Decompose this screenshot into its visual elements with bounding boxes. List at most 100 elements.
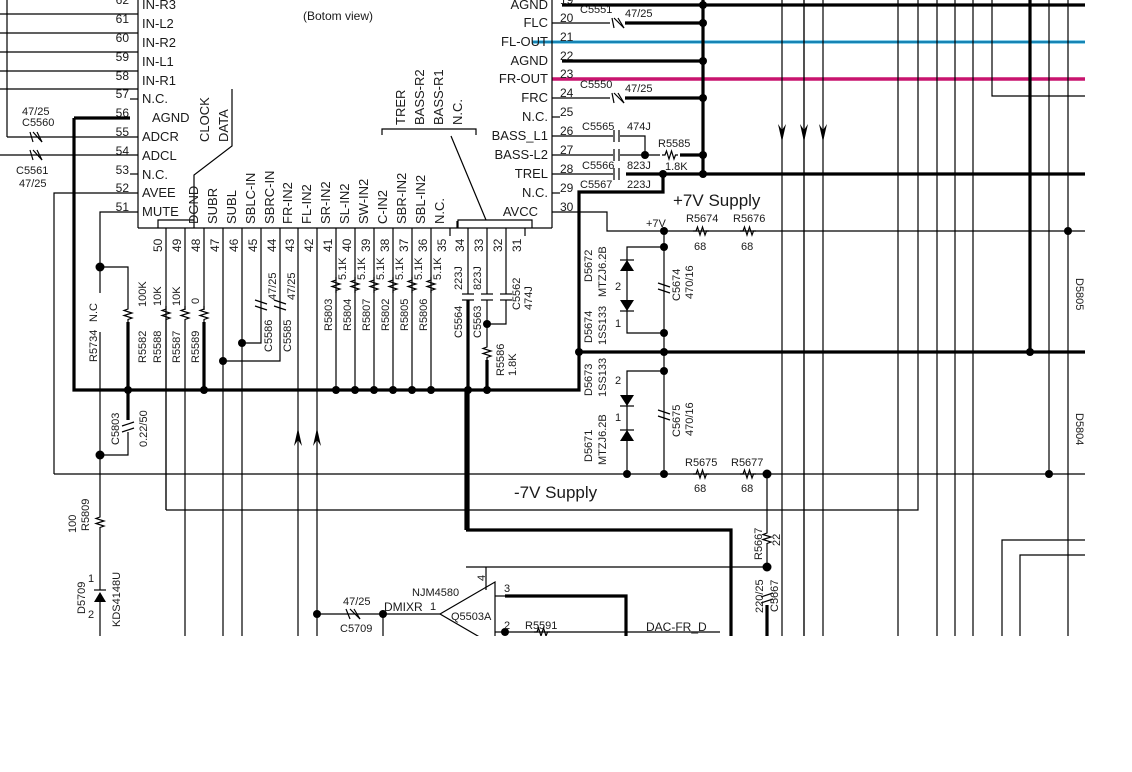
right-pin-name: FRC xyxy=(521,90,548,105)
cap-c5567 xyxy=(613,168,620,180)
c5567-ref: C5567 xyxy=(580,179,612,191)
bottom-pin-number: 45 xyxy=(246,238,260,252)
c5585-value: 47/25 xyxy=(286,272,298,300)
bottom-pin-name: SL-IN2 xyxy=(337,184,352,224)
q5503a-ref: Q5503A xyxy=(451,611,492,623)
r5674-ref: R5674 xyxy=(686,213,718,225)
view-note: (Botom view) xyxy=(303,9,373,23)
r5582-value: 100K xyxy=(137,281,149,307)
cap-c5551 xyxy=(611,17,625,29)
r5585-ref: R5585 xyxy=(658,138,690,150)
opamp-pin-1: 1 xyxy=(430,601,436,613)
cap-c5709 xyxy=(345,608,361,620)
right-pin-number: 21 xyxy=(560,30,574,44)
r5676-ref: R5676 xyxy=(733,213,765,225)
right-pin-name: AGND xyxy=(510,0,548,12)
bottom-pin-name: SBLC-IN xyxy=(243,173,258,224)
d5672-ref: D5672 xyxy=(583,250,595,282)
bottom-pin-number: 31 xyxy=(510,238,524,252)
c5667-ref: C5667 xyxy=(769,580,781,612)
c5564-value: 223J xyxy=(453,266,465,290)
left-pin-number: 57 xyxy=(116,87,130,101)
r5675-ref: R5675 xyxy=(685,457,717,469)
r5586-value: 1.8K xyxy=(507,353,519,376)
d5672-pin2: 2 xyxy=(615,281,621,293)
r5734-value: N.C xyxy=(88,303,100,322)
r5803-ref: R5803 xyxy=(323,299,335,331)
right-pin-number: 26 xyxy=(560,124,574,138)
d5672-value: MTZJ6.2B xyxy=(597,246,609,297)
c5563-value: 823J xyxy=(472,266,484,290)
mute-cap-network xyxy=(94,421,135,636)
dac-fr-d-net-label: DAC-FR_D xyxy=(646,620,707,634)
bottom-pin-number: 36 xyxy=(416,238,430,252)
d5673-ref: D5673 xyxy=(583,364,595,396)
c5563-ref: C5563 xyxy=(472,306,484,338)
c5551-value: 47/25 xyxy=(625,8,653,20)
c5562-ref: C5562 xyxy=(511,278,523,310)
left-pin-number: 55 xyxy=(116,125,130,139)
c5566-value: 823J xyxy=(627,160,651,172)
left-pin-number: 52 xyxy=(116,181,130,195)
d5709-pin1: 1 xyxy=(88,573,94,585)
bottom-pin-name: FL-IN2 xyxy=(299,184,314,224)
horizontal-traces xyxy=(54,0,1085,636)
bottom-pin-number: 49 xyxy=(170,238,184,252)
left-pin-name: ADCR xyxy=(142,129,179,144)
left-pin-name: IN-R3 xyxy=(142,0,176,12)
r5806-ref: R5806 xyxy=(418,299,430,331)
left-pin-number: 62 xyxy=(116,0,130,7)
bottom-pin-number: 46 xyxy=(227,238,241,252)
bass-r1-label: BASS-R1 xyxy=(431,69,446,125)
clock-label: CLOCK xyxy=(197,97,212,142)
bottom-pin-number: 47 xyxy=(208,238,222,252)
c5709-value: 47/25 xyxy=(343,596,371,608)
d5805-ref: D5805 xyxy=(1073,278,1085,310)
r5588-ref: R5588 xyxy=(152,331,164,363)
bottom-pin-number: 42 xyxy=(302,238,316,252)
bottom-pin-number: 40 xyxy=(340,238,354,252)
left-pin-name: N.C. xyxy=(142,91,168,106)
c5550-value: 47/25 xyxy=(625,83,653,95)
c5803-ref: C5803 xyxy=(110,413,122,445)
cap-c5566 xyxy=(613,149,620,161)
d5674-value: 1SS133 xyxy=(597,306,609,345)
r5586-ref: R5586 xyxy=(495,344,507,376)
r5809-ref: R5809 xyxy=(80,499,92,531)
right-pin-number: 23 xyxy=(560,67,574,81)
right-pin-name: FL-OUT xyxy=(501,34,548,49)
right-pin-number: 28 xyxy=(560,162,574,176)
plus-7v-node: +7V xyxy=(646,218,667,230)
right-pin-name: N.C. xyxy=(522,185,548,200)
d5673-pin2: 2 xyxy=(615,375,621,387)
r5587-ref: R5587 xyxy=(171,331,183,363)
bottom-pin-number: 44 xyxy=(265,238,279,252)
supply-regulators xyxy=(620,226,774,636)
left-pin-number: 58 xyxy=(116,69,130,83)
r5809-value: 100 xyxy=(67,515,79,533)
bottom-pin-number: 33 xyxy=(472,238,486,252)
q5503a-value: NJM4580 xyxy=(412,587,459,599)
r5734-ref: R5734 xyxy=(88,330,100,362)
d5674-ref: D5674 xyxy=(583,311,595,343)
nc-group-label: N.C. xyxy=(450,99,465,125)
c5567-value: 223J xyxy=(627,179,651,191)
bottom-pin-name: SBRC-IN xyxy=(262,171,277,224)
bottom-pin-name: DGND xyxy=(186,186,201,224)
right-pin-number: 24 xyxy=(560,86,574,100)
dmixr-net-label: DMIXR xyxy=(384,600,423,614)
resistor-r5585 xyxy=(661,150,679,160)
data-label: DATA xyxy=(216,109,231,142)
r5802-ref: R5802 xyxy=(380,299,392,331)
right-pin-number: 30 xyxy=(560,200,574,214)
c5674-ref: C5674 xyxy=(671,269,683,301)
c5560-value: 47/25 xyxy=(22,106,50,118)
c5565-ref: C5565 xyxy=(582,121,614,133)
d5709-value: KDS4148U xyxy=(111,572,123,627)
r5677-ref: R5677 xyxy=(731,457,763,469)
r5804-value: 5.1K xyxy=(356,257,368,280)
c5550-ref: C5550 xyxy=(580,79,612,91)
c5561-value: 47/25 xyxy=(19,178,47,190)
bottom-pin-number: 35 xyxy=(435,238,449,252)
